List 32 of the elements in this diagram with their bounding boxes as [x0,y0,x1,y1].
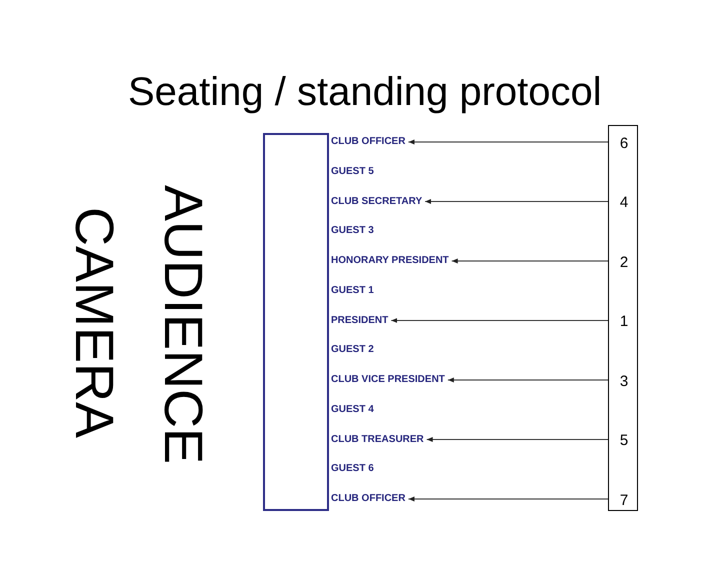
number-column [608,125,638,511]
vertical-label: CAMERA [67,207,121,438]
vertical-label: AUDIENCE [156,185,210,464]
rank-number: 7 [609,490,639,510]
rank-number: 5 [609,430,639,450]
arrow [408,140,610,144]
arrow [424,199,610,204]
title: Seating / standing protocol [128,69,602,116]
arrow [426,437,610,442]
seat-label: CLUB VICE PRESIDENT [331,373,448,387]
arrow [451,258,610,264]
seat-label: CLUB SECRETARY [331,194,426,208]
arrow [390,318,610,323]
rank-number: 2 [609,252,639,272]
seat-label: CLUB TREASURER [331,432,427,446]
arrow [447,378,610,382]
rank-number: 6 [609,133,639,153]
seat-label: GUEST 5 [331,164,374,179]
seat-label: GUEST 4 [331,402,374,417]
seating-table-outline [263,133,329,511]
seat-label: GUEST 3 [331,224,374,238]
seat-label: PRESIDENT [331,314,392,328]
seat-label: HONORARY PRESIDENT [331,254,452,268]
seat-label: GUEST 2 [331,343,374,358]
rank-number: 1 [609,312,639,332]
arrow [408,496,610,502]
seat-label: GUEST 1 [331,284,374,298]
rank-number: 3 [609,371,639,391]
seat-label: CLUB OFFICER [331,135,408,149]
seat-label: CLUB OFFICER [331,492,408,506]
seat-label: GUEST 6 [331,462,374,476]
rank-number: 4 [609,192,639,212]
